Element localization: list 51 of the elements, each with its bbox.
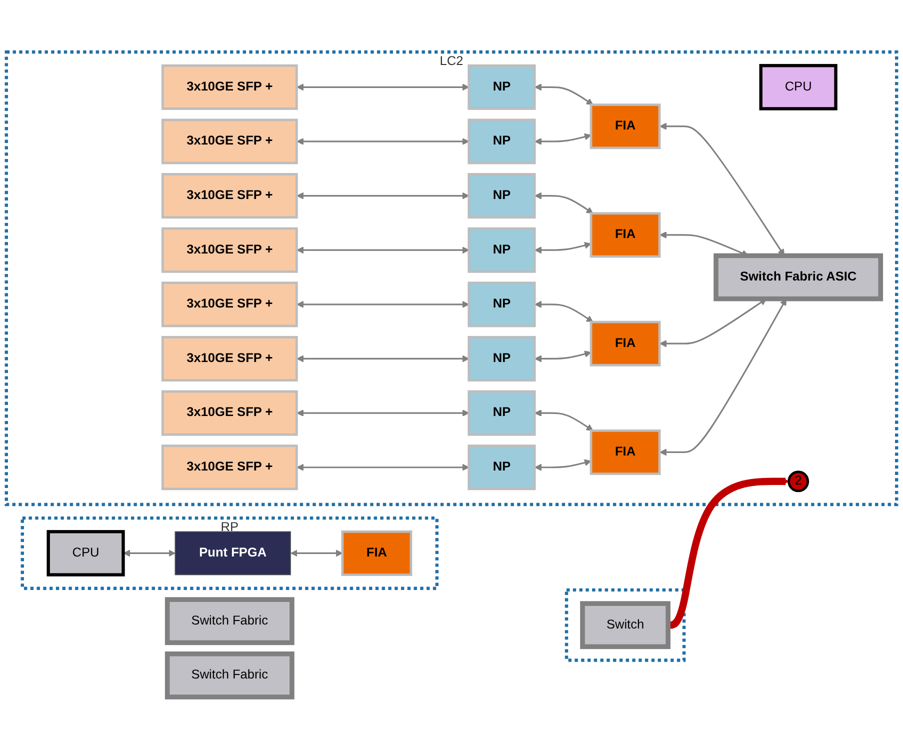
node-box: Switch Fabric <box>164 651 294 700</box>
node-box: FIA <box>590 429 661 475</box>
node-box: FIA <box>590 104 661 150</box>
node-box: CPU <box>46 530 125 576</box>
arrow <box>534 133 592 145</box>
node-box: FIA <box>341 530 412 576</box>
arrow <box>296 84 470 91</box>
node-box: 3x10GE SFP + <box>161 64 298 110</box>
node-box: 3x10GE SFP + <box>161 336 298 382</box>
node-box: NP <box>468 390 536 436</box>
arrow <box>296 464 470 471</box>
arrow <box>290 550 343 557</box>
node-box: Switch <box>580 601 670 650</box>
node-box: 3x10GE SFP + <box>161 173 298 219</box>
node-circle: 2 <box>788 470 810 492</box>
arrow <box>534 192 594 214</box>
node-box: Switch Fabric ASIC <box>714 253 884 302</box>
node-box: NP <box>468 336 536 382</box>
arrow <box>534 84 594 106</box>
arrow <box>534 410 594 431</box>
node-box: Switch Fabric <box>164 597 294 646</box>
node-box: 3x10GE SFP + <box>161 118 298 164</box>
arrow <box>123 550 176 557</box>
arrow <box>660 122 785 256</box>
node-box: Punt FPGA <box>174 531 291 576</box>
node-box: NP <box>468 173 536 219</box>
node-box: NP <box>468 64 536 110</box>
arrow <box>296 192 470 200</box>
arrow <box>296 246 470 254</box>
node-box: 3x10GE SFP + <box>161 390 298 436</box>
node-box: FIA <box>590 212 661 258</box>
cluster <box>564 588 686 662</box>
arrow <box>296 300 470 308</box>
node-box: 3x10GE SFP + <box>161 444 298 490</box>
arrow <box>534 459 592 471</box>
node-box: 3x10GE SFP + <box>161 282 298 328</box>
node-box: NP <box>468 282 536 328</box>
node-box: FIA <box>590 320 661 366</box>
arrow <box>660 298 787 456</box>
node-box: NP <box>468 227 536 273</box>
node-box: NP <box>468 444 536 490</box>
arrow <box>296 410 470 417</box>
node-box: CPU <box>759 64 838 110</box>
node-box: 3x10GE SFP + <box>161 227 298 273</box>
arrow <box>296 138 470 145</box>
arrow <box>660 298 767 348</box>
arrow <box>534 350 592 362</box>
node-box: NP <box>468 118 536 164</box>
arrow <box>534 300 594 322</box>
arrow <box>296 355 470 362</box>
arrow <box>534 242 592 254</box>
